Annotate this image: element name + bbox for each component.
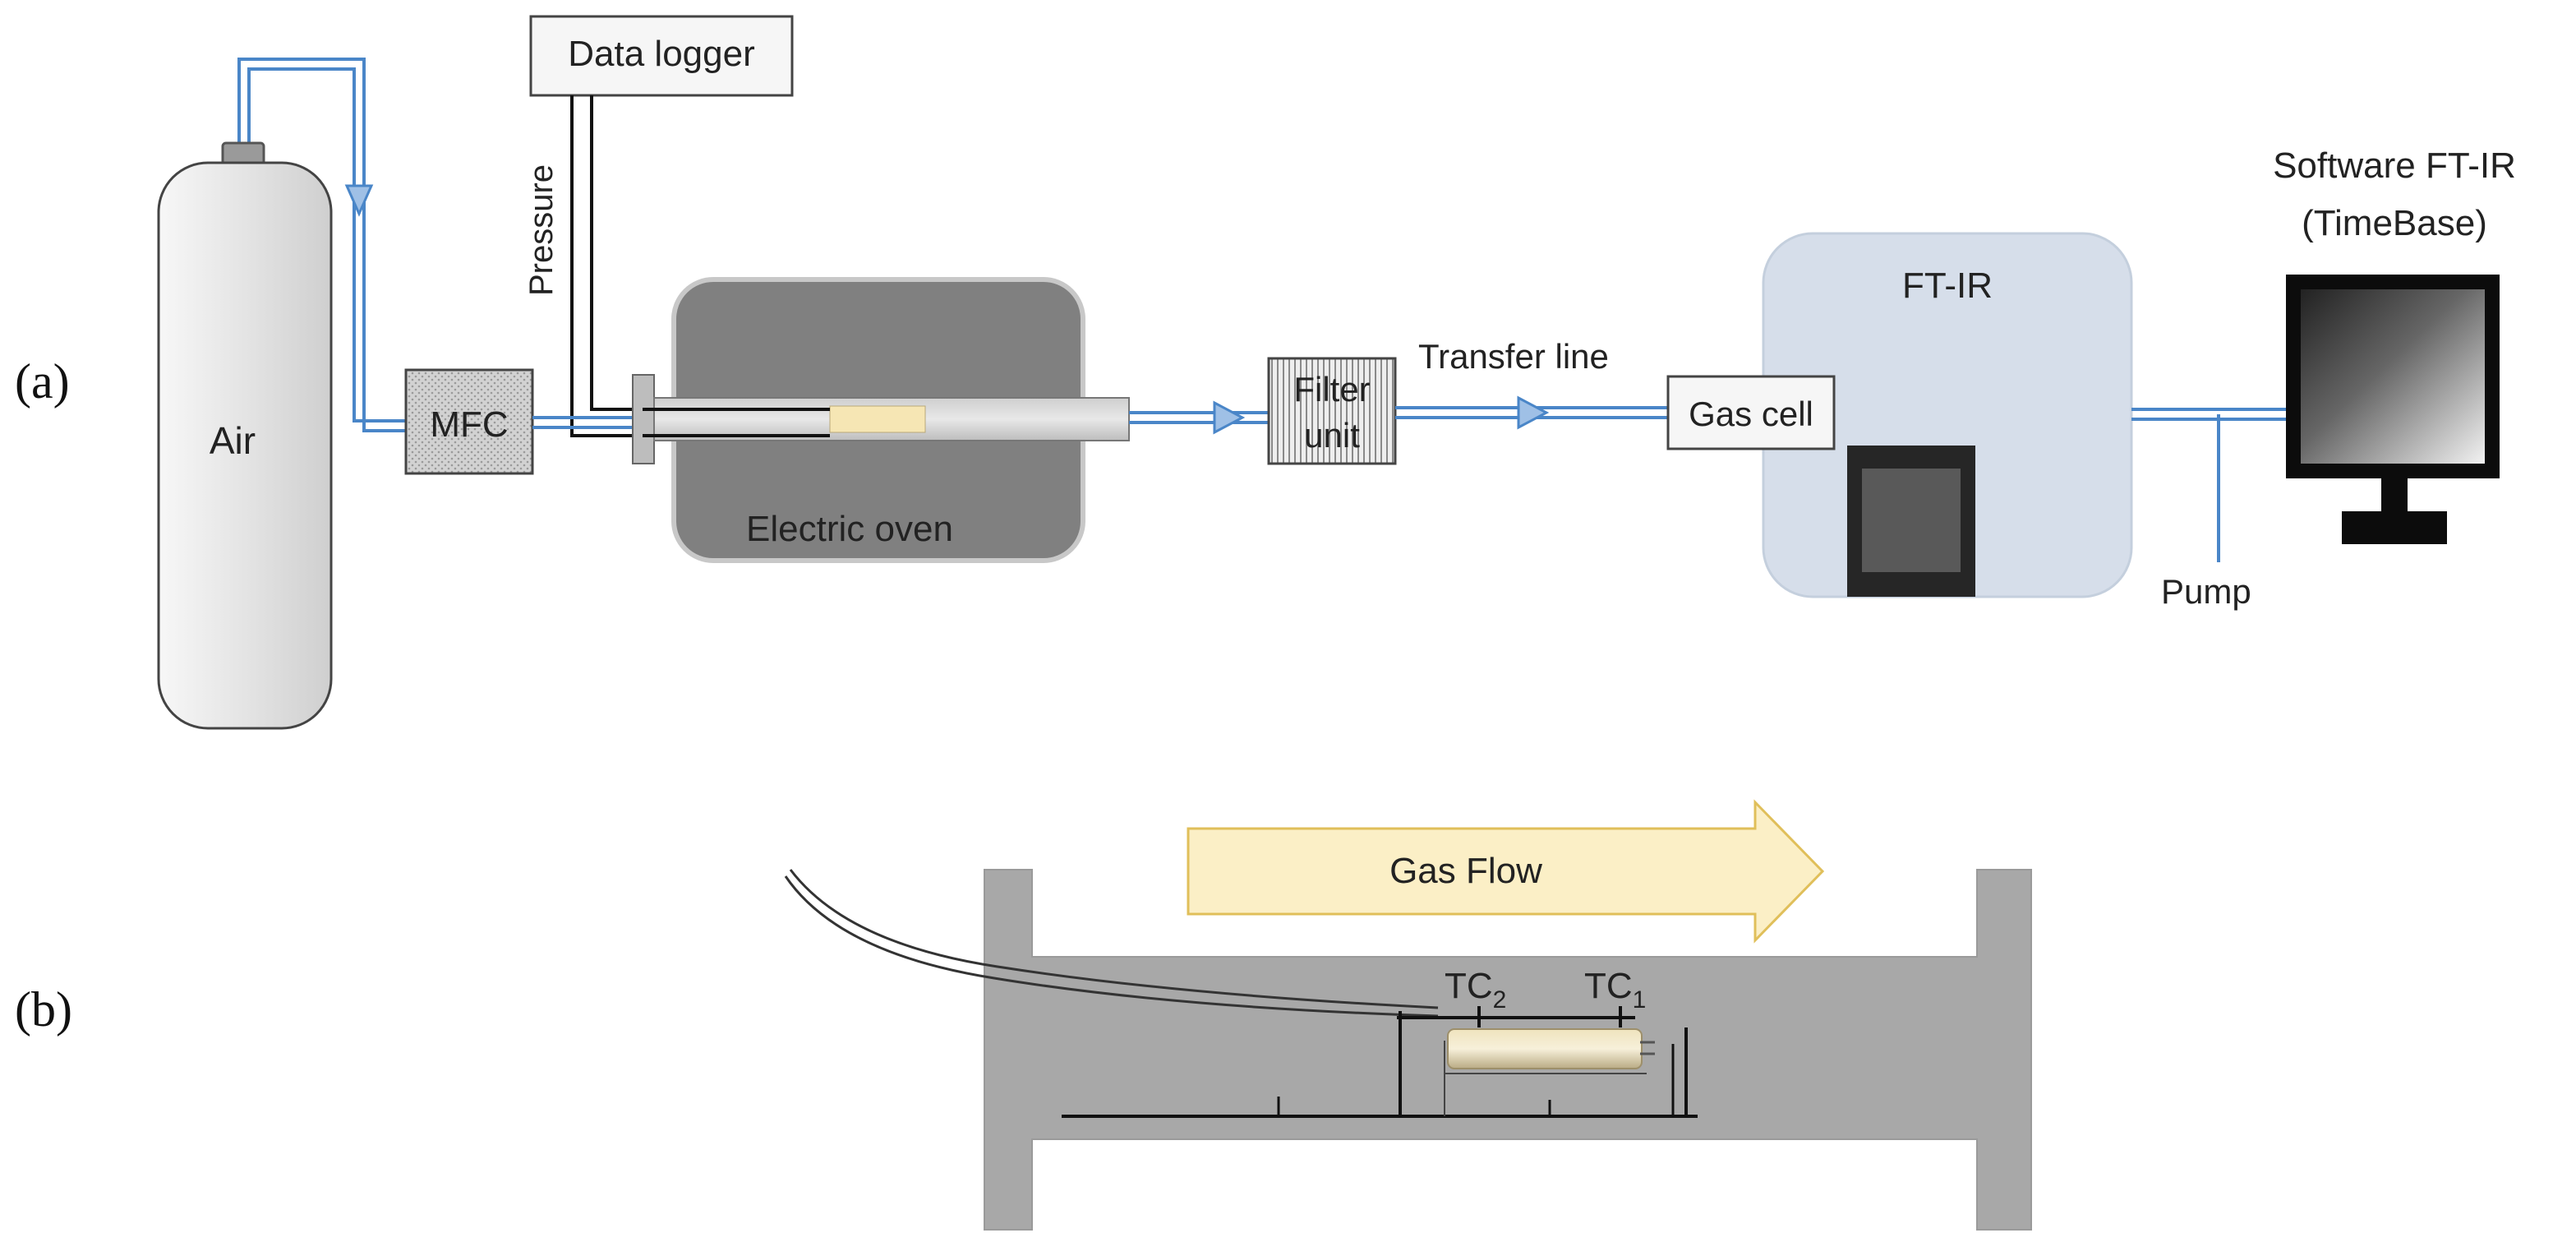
computer-monitor-neck <box>2381 478 2408 513</box>
tc2-label: TC2 <box>1445 966 1506 1014</box>
gas-cell-box <box>1666 375 1836 450</box>
sample-boat <box>1444 1041 1647 1116</box>
electric-oven-label: Electric oven <box>746 509 953 549</box>
pump-label: Pump <box>2161 572 2251 611</box>
thermocouple-wires-in-tube <box>643 408 830 437</box>
software-label-line1: Software FT-IR <box>2273 145 2516 186</box>
sample-end-marks <box>1640 1041 1655 1055</box>
sample-holder-rails <box>1062 1011 1698 1118</box>
thermocouple-tips <box>1397 1006 1635 1027</box>
tc1-text: TC <box>1584 966 1633 1006</box>
tc1-label: TC1 <box>1584 966 1646 1014</box>
sample-pellet <box>1447 1028 1643 1069</box>
tc2-subscript: 2 <box>1493 986 1507 1014</box>
tc2-text: TC <box>1445 966 1493 1006</box>
gas-cell-label: Gas cell <box>1689 395 1813 433</box>
panel-label-a: (a) <box>15 354 70 409</box>
software-label-line2: (TimeBase) <box>2302 203 2487 243</box>
pressure-label: Pressure <box>523 164 560 296</box>
data-logger-label: Data logger <box>568 34 754 74</box>
air-cylinder <box>157 161 333 730</box>
gas-line-reactor-to-filter <box>1129 411 1269 424</box>
gas-line-cylinder-to-mfc <box>237 58 408 432</box>
ftir-front-panel-screen <box>1862 469 1961 572</box>
tc1-subscript: 1 <box>1633 986 1647 1014</box>
mfc-box <box>404 368 534 475</box>
reactor-flange <box>632 374 655 464</box>
gas-line-mfc-to-reactor <box>532 416 643 429</box>
gas-flow-label: Gas Flow <box>1389 851 1542 891</box>
thermocouple-sheath <box>784 869 1439 1018</box>
sample-holder <box>829 405 926 433</box>
filter-unit-label-line1: Filter <box>1293 370 1370 409</box>
filter-unit-label-line2: unit <box>1304 416 1360 455</box>
computer-monitor-base <box>2342 511 2447 544</box>
air-label: Air <box>210 419 256 462</box>
filter-unit-box <box>1267 357 1397 465</box>
transfer-line-label: Transfer line <box>1418 337 1609 376</box>
gas-flow-arrow <box>1187 799 1825 944</box>
flow-arrow-down-icon <box>344 184 374 217</box>
panel-label-b: (b) <box>15 982 72 1037</box>
reactor-tube <box>653 397 1130 441</box>
ftir-label: FT-IR <box>1902 266 1993 306</box>
flow-arrow-right-icon <box>1213 400 1246 435</box>
mfc-label: MFC <box>430 404 508 445</box>
data-logger-box <box>529 15 794 97</box>
air-cylinder-valve <box>221 141 265 166</box>
transfer-arrow-icon <box>1517 395 1550 430</box>
gas-line-ftir-to-pump <box>2131 408 2286 562</box>
computer-monitor-screen <box>2301 289 2485 464</box>
